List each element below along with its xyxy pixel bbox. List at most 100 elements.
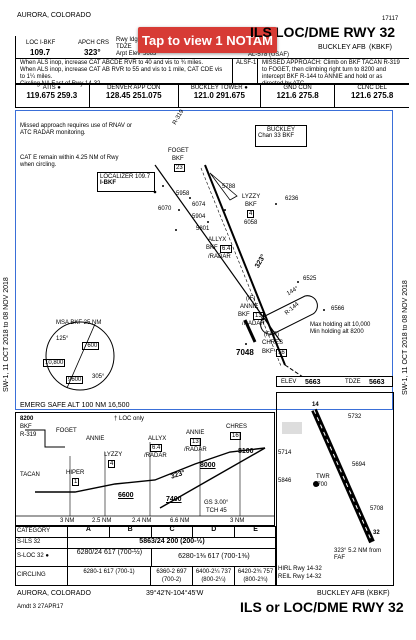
msa-sector-a: 7600 — [82, 342, 100, 350]
profile-tacan: TACAN — [20, 472, 40, 478]
airport-elev: 5732 — [348, 414, 362, 420]
airport-hirl: HIRL Rwy 14-32 — [278, 566, 322, 572]
profile-alt-7400: 7400 — [166, 496, 182, 503]
plan-view-graphics — [45, 164, 325, 391]
profile-chres-dme: 16 — [230, 432, 241, 440]
elev-box: ELEV 5663 TDZE 5663 — [276, 376, 393, 387]
msa-sector-line — [66, 323, 96, 389]
profile-allyx: ALLYX — [148, 436, 167, 442]
fix-chres-dme: 16 — [276, 349, 287, 357]
elev-value: 5663 — [305, 379, 321, 386]
rwy-ldg-label: Rwy Idg — [116, 37, 138, 43]
tower-symbol — [313, 481, 319, 487]
elev-6074: 6074 — [192, 202, 206, 208]
header-location: AURORA, COLORADO — [17, 12, 91, 19]
fix-allyx-dme: 6.4 — [220, 245, 233, 253]
plan-note-missed: Missed approach requires use of RNAV or … — [20, 123, 132, 136]
comms-row: ATIS ● 119.675 259.3 DENVER APP CON 128.… — [15, 85, 409, 107]
holding-note: Max holding alt 10,000 Min holding alt 8… — [310, 322, 371, 335]
localizer-title: LOCALIZER 109.7 — [100, 174, 151, 180]
crs-value: 323° — [84, 48, 101, 57]
airport-from-faf: 323° 5.2 NM from FAF — [334, 548, 382, 561]
emergency-safe-altitude: EMERG SAFE ALT 100 NM 16,500 — [20, 402, 130, 409]
profile-dist-2: 2.5 NM — [92, 518, 112, 524]
profile-hiper: HIPER — [66, 470, 85, 476]
elev-7048: 7048 — [236, 348, 254, 357]
profile-alt-8000: 8000 — [200, 462, 216, 469]
fix-allyx-sub: BKF — [206, 245, 218, 251]
crs-label: APCH CRS — [78, 40, 110, 46]
min-row-ils: S-ILS 32 5863/24 200 (200-½) — [15, 537, 276, 549]
min-ils-value: 5863/24 200 (200-½) — [139, 538, 205, 545]
profile-dist-5: 3 NM — [230, 518, 245, 524]
comm-label: ATIS ● — [42, 85, 61, 91]
notam-button[interactable]: Tap to view 1 NOTAM — [138, 27, 277, 53]
footer-title: ILS or LOC/DME RWY 32 — [240, 599, 404, 615]
fix-lyzzy-sub: BKF — [245, 202, 257, 208]
note-2: When ALS inop, increase CAT AB RVR to 55… — [20, 67, 223, 80]
elev-5801: 5801 — [196, 226, 210, 232]
apt-elev-label: Arpt Elev — [116, 51, 141, 57]
briefing-line — [15, 58, 409, 59]
ramp-area — [282, 422, 302, 434]
msa-bearing-a: 125° — [56, 336, 69, 342]
min-loc-ab: 6280/24 617 (700-½) — [68, 548, 152, 566]
validity-left: SW-1, 11 OCT 2018 to 08 NOV 2018 — [3, 277, 10, 392]
minimums-table — [15, 526, 276, 586]
profile-lyzzy: LYZZY — [104, 452, 123, 458]
fix-chres: CHRES — [262, 340, 284, 346]
runway-centerline — [313, 409, 373, 543]
fix-annie-sub: BKF — [238, 312, 250, 318]
header-title-cut: ILS — [250, 24, 272, 40]
elev-6236: 6236 — [285, 196, 299, 202]
comm-label: CLNC DEL — [357, 85, 388, 91]
min-circ-e: 6420-2¾ 757 (800-2¾) — [237, 569, 274, 583]
min-row-label: S-LOC 32 ● — [15, 548, 68, 566]
fix-allyx-radar: /RADAR — [208, 254, 231, 260]
footer-airport: BUCKLEY AFB (KBKF) — [317, 590, 390, 597]
fix-annie: ANNIE — [240, 304, 259, 310]
profile-bkf: BKF — [20, 424, 32, 430]
final-approach-course — [204, 164, 286, 366]
elev-6058: 6058 — [244, 220, 258, 226]
tdze-box-value: 5663 — [369, 379, 385, 386]
fix-allyx: ALLYX — [208, 237, 227, 243]
comm-label: DENVER APP CON — [107, 85, 161, 91]
als-label: ALSF-1 — [236, 60, 257, 66]
airport-elev-5714: 5714 — [278, 450, 292, 456]
profile-annie2-dme: 13 — [190, 438, 201, 446]
footer-amdt: Amdt 3 27APR17 — [17, 604, 64, 610]
als-vline — [257, 58, 258, 84]
airport-rwy-32: 32 — [373, 530, 380, 536]
comm-label: BUCKLEY TOWER ● — [190, 85, 248, 91]
elev-5788: 5788 — [222, 184, 236, 190]
airport-elev-5708: 5708 — [370, 506, 384, 512]
note-1: When ALS inop, increase CAT ABCDE RVR to… — [20, 60, 204, 66]
profile-dist-3: 2.4 NM — [132, 518, 152, 524]
profile-alt-8100: 8100 — [238, 448, 254, 455]
comm-freq: 121.6 275.8 — [276, 91, 319, 100]
msa-circle — [45, 321, 115, 391]
fix-annie-radar: /RADAR — [242, 321, 265, 327]
profile-allyx-radar: /RADAR — [144, 453, 167, 459]
min-cat-c: C — [152, 526, 194, 537]
footer-coords: 39°42'N-104°45'W — [146, 590, 204, 597]
min-category-label: CATEGORY — [15, 526, 68, 537]
profile-r319: R-319 — [20, 432, 37, 438]
chart-number: 17117 — [382, 16, 399, 22]
tdze-label: TDZE — [116, 44, 132, 50]
loc-label: LOC I-BKF — [26, 40, 56, 46]
airport-elev-5694: 5694 — [352, 462, 366, 468]
airport-reil: REIL Rwy 14-32 — [278, 574, 322, 580]
fix-annie-if: (IF) — [246, 296, 256, 302]
fix-chres-faf: (FAF) — [264, 332, 279, 338]
briefing-vline — [232, 58, 233, 84]
profile-graphics — [15, 429, 275, 517]
comm-freq: 121.6 275.8 — [351, 91, 394, 100]
runway-symbol — [243, 319, 257, 343]
descent-line — [159, 447, 266, 509]
min-circ-c: 6360-2 697 (700-2) — [151, 566, 193, 586]
msa-sector-b: 10,800 — [43, 359, 66, 367]
elev-5958: 5958 — [176, 191, 190, 197]
buckley-box-title: BUCKLEY — [266, 127, 295, 133]
